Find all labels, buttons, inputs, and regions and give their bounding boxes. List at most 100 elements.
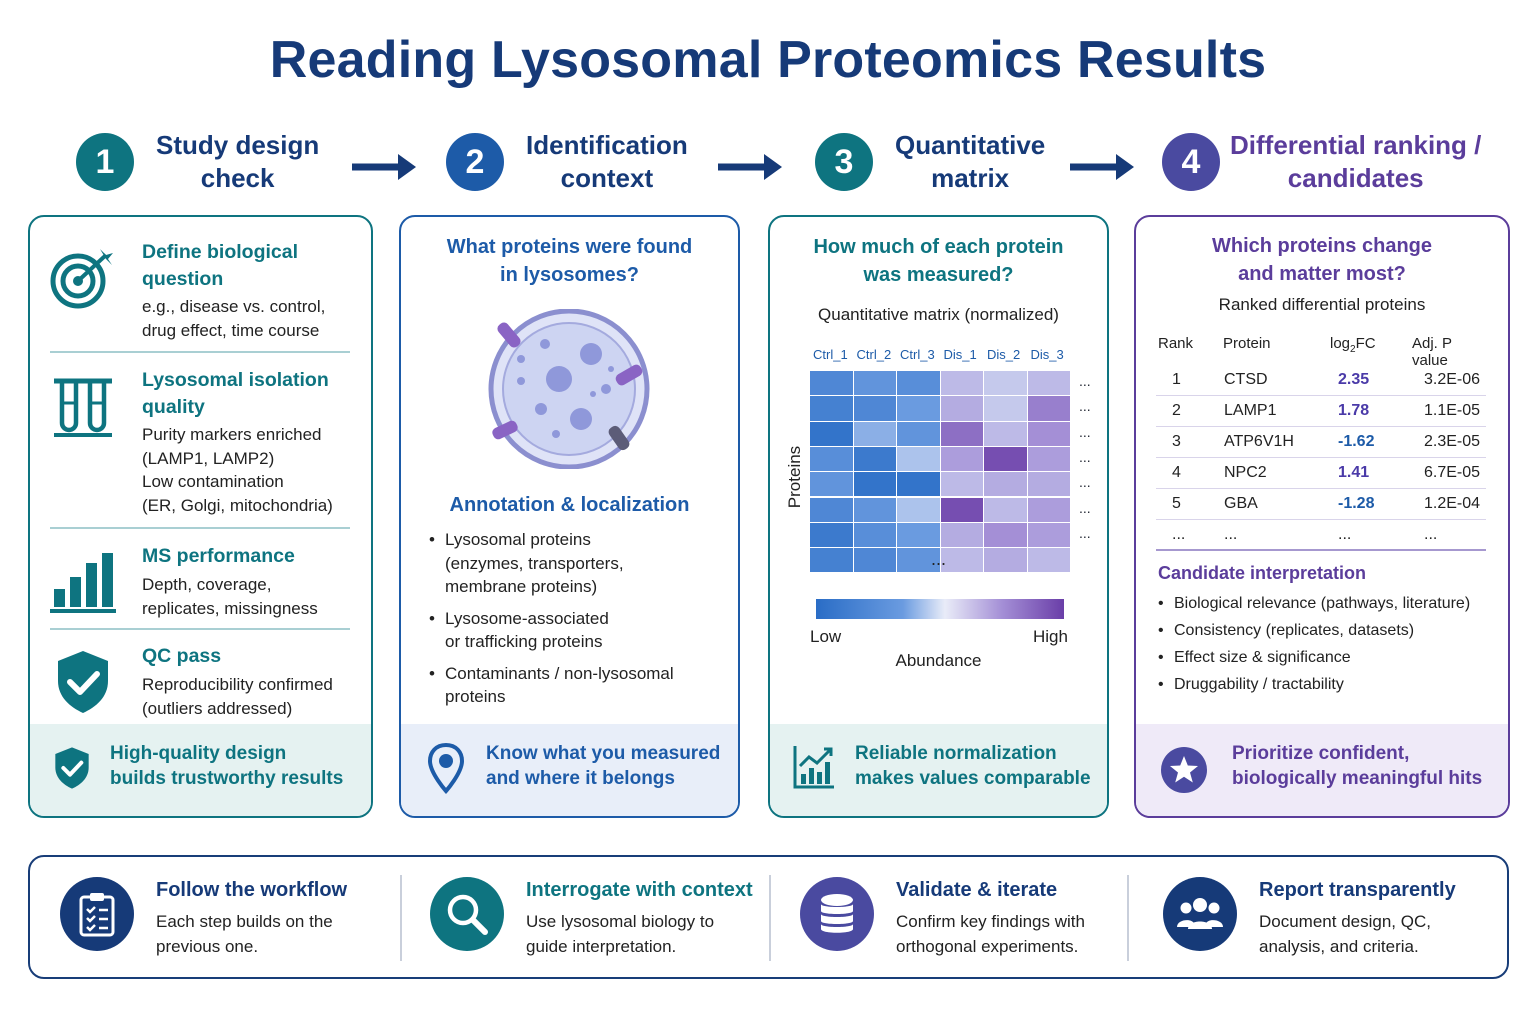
principle-heading: Validate & iterate	[896, 879, 1058, 901]
table-cell: 4	[1172, 464, 1181, 481]
principle-heading: Report transparently	[1259, 879, 1456, 901]
table-cell: 2	[1172, 402, 1181, 419]
heatmap-cell	[940, 497, 983, 522]
table-cell: ...	[1172, 526, 1186, 543]
section-body: e.g., disease vs. control,drug effect, t…	[142, 297, 326, 340]
test-tubes-icon	[54, 378, 112, 437]
table-cell: 6.7E-05	[1424, 464, 1481, 481]
arrow-right-icon	[1070, 154, 1134, 180]
heatmap-cell	[897, 522, 940, 548]
annotation-list: Lysosomal proteins(enzymes, transporters…	[429, 528, 729, 709]
divider	[50, 351, 350, 353]
shield-check-icon	[55, 747, 89, 789]
step-3: 3 Quantitative matrix	[815, 122, 1045, 202]
heatmap-cell	[810, 548, 853, 573]
step-label: Quantitative matrix	[895, 129, 1045, 195]
divider	[50, 527, 350, 529]
table-cell: NPC2	[1224, 464, 1267, 481]
table-cell: -1.28	[1338, 495, 1375, 512]
step-2: 2 Identification context	[446, 122, 688, 202]
column-header: Rank	[1158, 335, 1194, 352]
magnifier-icon	[430, 877, 504, 951]
heatmap-column-label: Dis_2	[987, 347, 1021, 362]
interpretation-heading: Candidate interpretation	[1158, 563, 1367, 583]
heatmap-cell	[984, 396, 1027, 421]
table-cell: 3	[1172, 433, 1181, 450]
step-label-line: matrix	[931, 163, 1010, 193]
table-cell: ...	[1338, 526, 1352, 543]
principle-body: Document design, QC,analysis, and criter…	[1259, 912, 1431, 956]
table-cell: GBA	[1224, 495, 1258, 512]
section-heading: MS performance	[142, 545, 295, 567]
heatmap-title: Quantitative matrix (normalized)	[818, 305, 1059, 324]
heatmap-cell	[897, 396, 940, 421]
table-cell: 1	[1172, 371, 1181, 388]
heatmap-cell	[940, 396, 983, 421]
separator	[400, 875, 402, 961]
column-header: log2FC	[1330, 335, 1376, 355]
step-number: 2	[446, 133, 504, 191]
principles-bar: Follow the workflow Each step builds on …	[28, 855, 1509, 979]
table-rule	[1156, 549, 1486, 551]
heatmap-cell	[853, 472, 896, 497]
list-item: Lysosomal proteins(enzymes, transporters…	[429, 528, 729, 599]
separator	[1127, 875, 1129, 961]
table-header: Rank Protein log2FC Adj. P value	[1156, 335, 1491, 369]
list-item: Consistency (replicates, datasets)	[1158, 617, 1503, 644]
table-cell: ...	[1224, 526, 1238, 543]
heatmap-cell	[940, 522, 983, 548]
heatmap-cell	[810, 472, 853, 497]
table-row: ............	[1156, 520, 1486, 551]
heatmap-cell	[897, 421, 940, 446]
table-cell: ...	[1424, 526, 1438, 543]
colorbar-title: Abundance	[895, 651, 982, 670]
heatmap-cell	[984, 497, 1027, 522]
shield-check-icon	[58, 651, 108, 713]
heatmap-cell	[897, 548, 940, 573]
list-item: Druggability / tractability	[1158, 671, 1503, 698]
heatmap-cell	[897, 371, 940, 396]
chart-growth-icon	[793, 746, 834, 789]
column-header: Adj. P value	[1412, 335, 1452, 369]
heatmap-row-ellipsis: ...	[1079, 448, 1091, 465]
heatmap-cell	[810, 446, 853, 472]
table-cell: 1.78	[1338, 402, 1370, 419]
heatmap-column-label: Dis_1	[943, 347, 977, 362]
principle-workflow: Follow the workflow Each step builds on …	[60, 857, 400, 977]
heatmap-cell	[810, 421, 853, 446]
table-cell: -1.62	[1338, 433, 1375, 450]
section-body: Purity markers enriched(LAMP1, LAMP2) Lo…	[142, 425, 333, 515]
heatmap-cell	[984, 446, 1027, 472]
heatmap-cell	[810, 371, 853, 396]
heatmap-cell	[853, 497, 896, 522]
heatmap-cell	[940, 446, 983, 472]
colorbar-high-label: High	[1033, 627, 1068, 646]
heatmap-cell	[853, 548, 896, 573]
section-heading: QC pass	[142, 645, 222, 667]
heatmap-cell	[984, 472, 1027, 497]
colorbar	[816, 599, 1064, 619]
step-number: 4	[1162, 133, 1220, 191]
star-icon	[1161, 747, 1207, 793]
database-icon	[800, 877, 874, 951]
lysosome-icon	[488, 309, 650, 469]
heatmap-row-ellipsis: ...	[1079, 474, 1091, 491]
heatmap-cell	[810, 497, 853, 522]
step-label: Study design check	[156, 129, 319, 195]
divider	[50, 628, 350, 630]
heatmap-row-ellipsis: ...	[1079, 499, 1091, 516]
interpretation-list: Biological relevance (pathways, literatu…	[1158, 590, 1503, 698]
table-cell: 1.2E-04	[1424, 495, 1481, 512]
